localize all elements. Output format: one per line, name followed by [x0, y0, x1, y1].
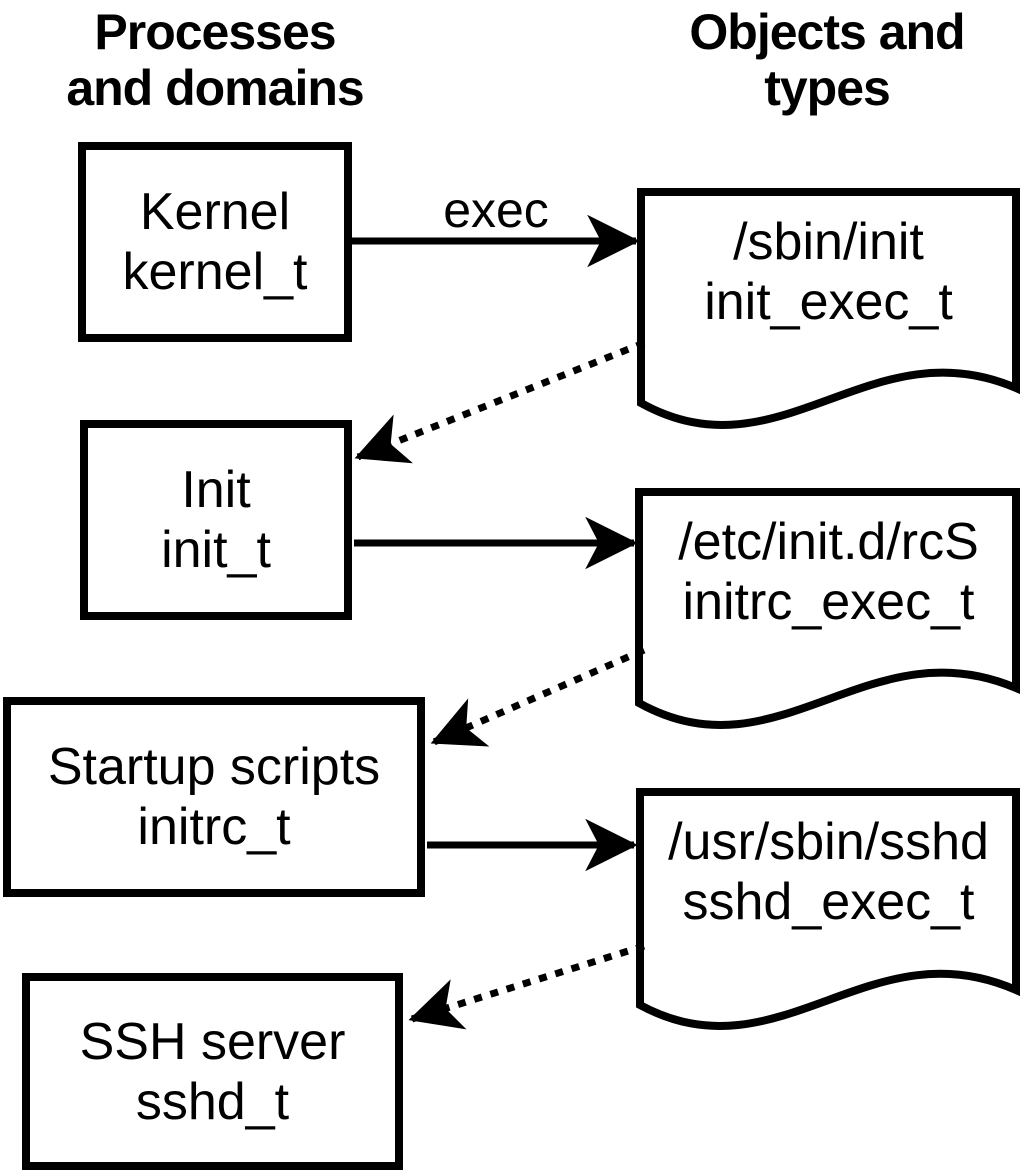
document-label-init-exec: /sbin/init init_exec_t	[641, 212, 1016, 332]
document-shape-init-exec	[637, 188, 1020, 429]
process-domain: init_t	[161, 521, 271, 579]
process-box-ssh-server: SSH server sshd_t	[22, 973, 403, 1170]
process-box-kernel: Kernel kernel_t	[78, 142, 352, 342]
process-name: Startup scripts	[47, 738, 381, 796]
document-label-initrc-exec: /etc/init.d/rcS initrc_exec_t	[641, 512, 1016, 632]
object-path: /usr/sbin/sshd	[668, 813, 989, 871]
dotted-arrow-sshd-exec-to-sshd	[408, 942, 646, 1030]
document-shape-sshd-exec	[636, 788, 1020, 1030]
object-path: /sbin/init	[733, 213, 924, 271]
process-name: Kernel	[139, 183, 291, 241]
object-type: initrc_exec_t	[682, 573, 975, 631]
process-box-init: Init init_t	[80, 420, 352, 620]
dotted-arrow-initrc-exec-to-initrc	[430, 646, 646, 747]
object-type: init_exec_t	[704, 273, 953, 331]
document-shape-initrc-exec	[635, 488, 1020, 729]
column-title-processes: Processes and domains	[66, 4, 364, 116]
object-type: sshd_exec_t	[682, 873, 975, 931]
object-path: /etc/init.d/rcS	[678, 513, 979, 571]
process-domain: kernel_t	[122, 243, 308, 301]
process-box-startup-scripts: Startup scripts initrc_t	[3, 697, 425, 897]
column-title-objects: Objects and types	[689, 4, 965, 116]
process-name: Init	[181, 461, 251, 519]
process-name: SSH server	[79, 1012, 346, 1071]
process-domain: initrc_t	[137, 798, 291, 856]
process-domain: sshd_t	[135, 1072, 290, 1131]
exec-arrow-label: exec	[443, 182, 549, 238]
dotted-arrow-init-exec-to-init	[354, 339, 646, 464]
document-label-sshd-exec: /usr/sbin/sshd sshd_exec_t	[641, 812, 1016, 932]
